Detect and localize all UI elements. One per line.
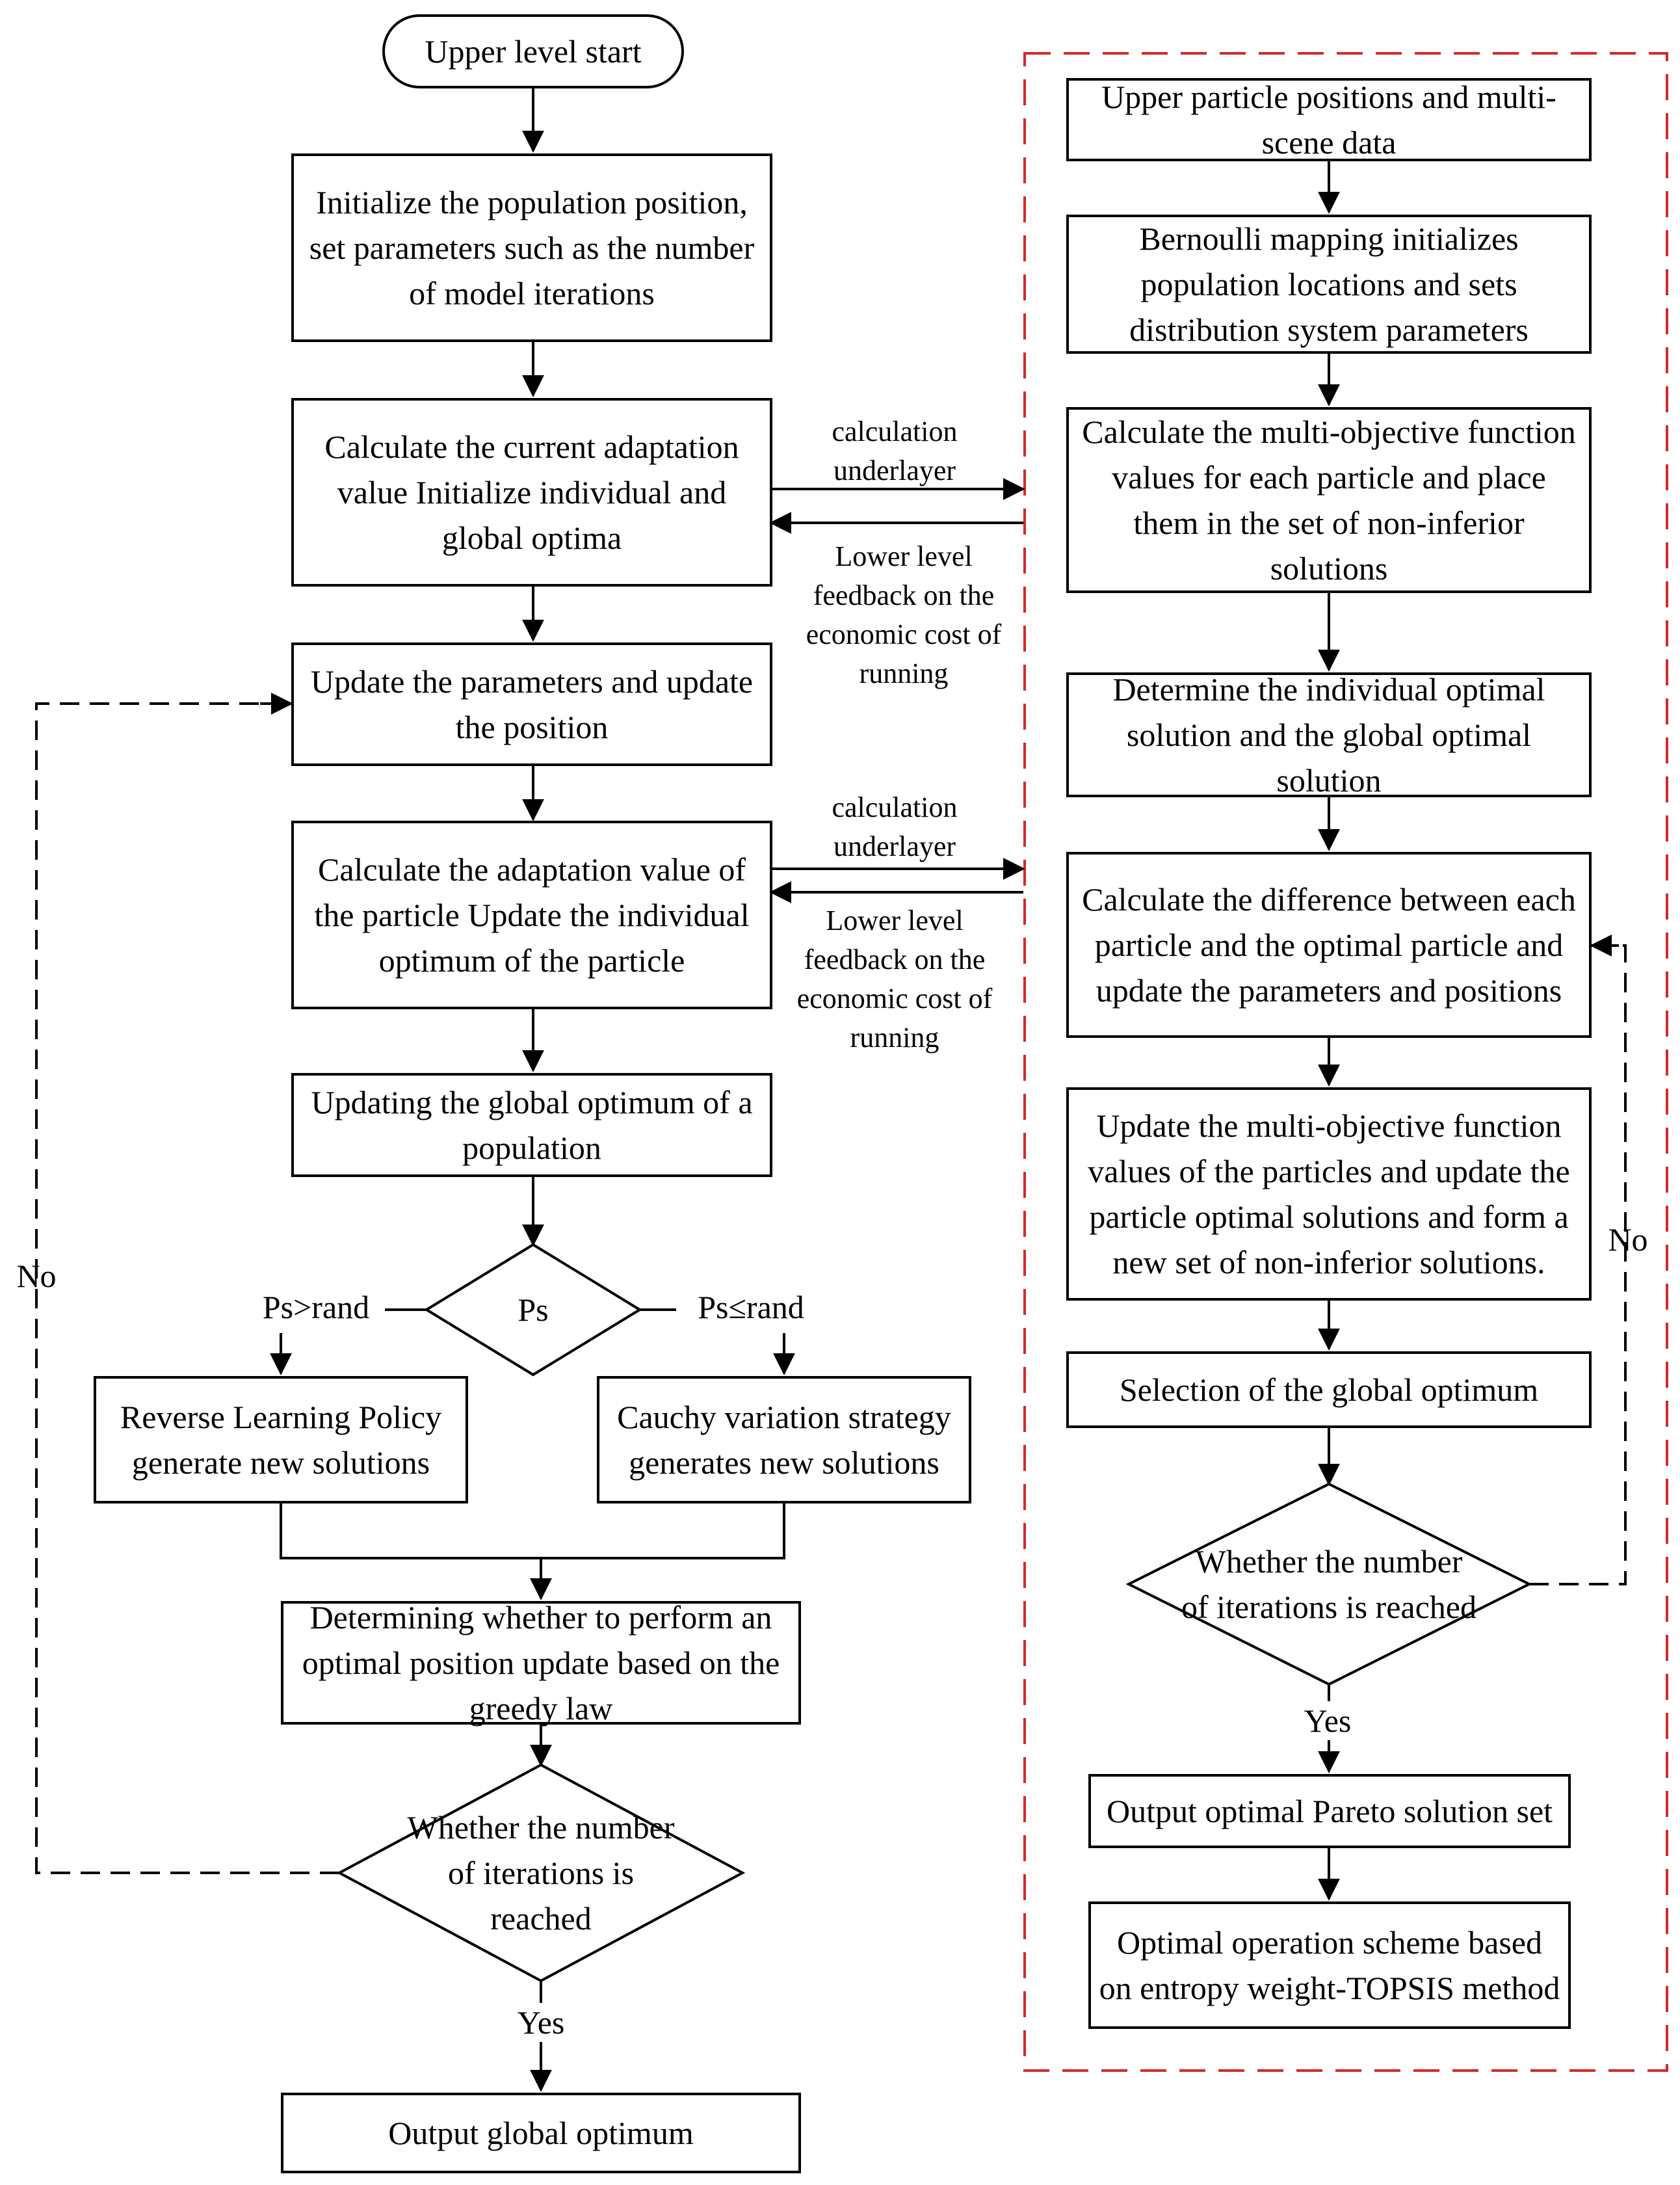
lower-level-feedback-label-1: Lower level feedback on the economic cos… [806,540,1002,689]
calculate-current-adaptation-box: Calculate the current adaptation value I… [291,398,772,587]
update-global-optimum-box: Updating the global optimum of a populat… [291,1073,772,1177]
no-loop-upper [35,702,339,1874]
determine-optimal-solution-box: Determine the individual optimal solutio… [1066,671,1592,799]
upper-iteration-decision-text: Whether the number of iterations is reac… [407,1809,675,1937]
initialize-population-box: Initialize the population position, set … [291,153,772,342]
output-pareto-box: Output optimal Pareto solution set [1088,1774,1571,1848]
ps-greater-rand-label: Ps>rand [262,1289,370,1325]
calculation-underlayer-label-2: calculation underlayer [832,791,958,862]
lower-yes-label: Yes [1294,1701,1361,1740]
upper-particle-positions-box: Upper particle positions and multi-scene… [1066,78,1592,161]
bernoulli-mapping-box: Bernoulli mapping initializes population… [1066,215,1592,354]
upper-yes-label: Yes [507,2003,575,2042]
cauchy-variation-box: Cauchy variation strategy generates new … [597,1376,971,1503]
calculate-difference-box: Calculate the difference between each pa… [1066,852,1592,1038]
lower-level-feedback-label-2: Lower level feedback on the economic cos… [796,905,993,1053]
selection-global-optimum-box: Selection of the global optimum [1066,1351,1592,1428]
ps-decision-diamond [424,1243,642,1377]
update-multi-objective-box: Update the multi-objective function valu… [1066,1087,1592,1301]
entropy-topsis-box: Optimal operation scheme based on entrop… [1088,1901,1571,2029]
calculation-underlayer-label-1: calculation underlayer [832,416,958,486]
calculate-multi-objective-box: Calculate the multi-objective function v… [1066,407,1592,593]
calculate-particle-adaptation-box: Calculate the adaptation value of the pa… [291,821,772,1009]
lower-level-frame [1023,52,1668,2072]
upper-level-start-node: Upper level start [382,14,684,88]
greedy-law-box: Determining whether to perform an optima… [281,1599,801,1727]
upper-no-label: No [16,1258,57,1294]
ps-decision-label: Ps [518,1291,549,1328]
output-global-optimum-box: Output global optimum [281,2093,801,2173]
lower-iteration-decision-text: Whether the number of iterations is reac… [1181,1543,1477,1625]
update-parameters-position-box: Update the parameters and update the pos… [291,642,772,766]
merge-line [280,1503,785,1559]
reverse-learning-box: Reverse Learning Policy generate new sol… [94,1376,468,1503]
lower-no-label: No [1608,1221,1648,1258]
ps-less-equal-rand-label: Ps≤rand [698,1289,804,1325]
